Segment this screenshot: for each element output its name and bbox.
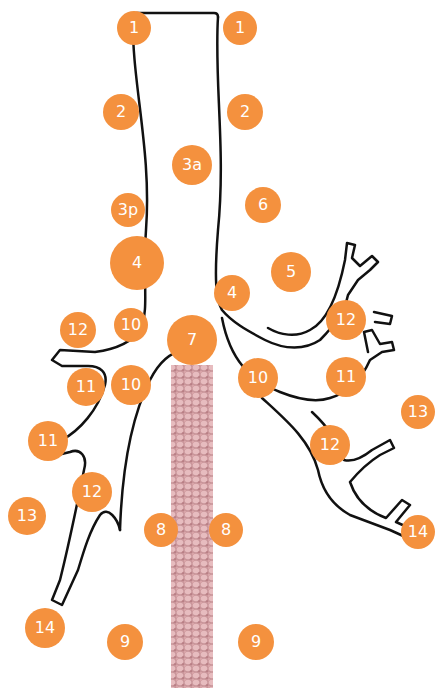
station-number: 9: [251, 634, 261, 650]
station-number: 11: [336, 369, 356, 385]
station-number: 4: [227, 285, 237, 301]
station-circle: 14: [25, 608, 65, 648]
station-circle: 13: [8, 497, 46, 535]
station-circle: 5: [271, 252, 311, 292]
station-circle: 4: [214, 275, 250, 311]
station-number: 14: [408, 524, 428, 540]
station-circle: 8: [144, 513, 178, 547]
station-number: 10: [121, 377, 141, 393]
station-number: 10: [248, 370, 268, 386]
station-circle: 11: [326, 357, 366, 397]
station-number: 12: [320, 437, 340, 453]
station-number: 14: [35, 620, 55, 636]
station-circle: 4: [110, 236, 164, 290]
station-number: 1: [235, 20, 245, 36]
station-number: 9: [120, 634, 130, 650]
station-number: 12: [82, 484, 102, 500]
station-number: 10: [121, 317, 141, 333]
station-number: 13: [408, 404, 428, 420]
trachea-bronchi: [38, 13, 418, 605]
station-number: 13: [17, 508, 37, 524]
station-circle: 12: [326, 300, 366, 340]
station-circle: 2: [227, 94, 263, 130]
station-circle: 3a: [172, 145, 212, 185]
station-circle: 10: [111, 365, 151, 405]
station-circle: 6: [245, 187, 281, 223]
station-number: 12: [68, 322, 88, 338]
station-number: 3p: [118, 202, 138, 218]
station-number: 2: [240, 104, 250, 120]
station-circle: 10: [114, 308, 148, 342]
station-number: 1: [129, 20, 139, 36]
station-circle: 9: [107, 624, 143, 660]
station-circle: 1: [223, 11, 257, 45]
station-circle: 12: [310, 425, 350, 465]
station-number: 8: [156, 522, 166, 538]
station-number: 3a: [182, 157, 202, 173]
station-number: 11: [38, 433, 58, 449]
station-circle: 3p: [111, 193, 145, 227]
station-circle: 12: [72, 472, 112, 512]
station-number: 11: [76, 379, 96, 395]
station-number: 2: [116, 104, 126, 120]
station-circle: 13: [401, 395, 435, 429]
station-circle: 11: [28, 421, 68, 461]
station-number: 4: [132, 255, 142, 271]
station-circle: 14: [401, 515, 435, 549]
station-circle: 2: [103, 94, 139, 130]
station-circle: 10: [238, 358, 278, 398]
station-circle: 11: [67, 368, 105, 406]
station-circle: 8: [209, 513, 243, 547]
station-circle: 12: [60, 312, 96, 348]
station-number: 6: [258, 197, 268, 213]
station-number: 5: [286, 264, 296, 280]
station-number: 7: [187, 332, 197, 348]
station-number: 8: [221, 522, 231, 538]
station-circle: 1: [117, 11, 151, 45]
station-circle: 9: [238, 624, 274, 660]
station-circle: 7: [167, 315, 217, 365]
station-number: 12: [336, 312, 356, 328]
